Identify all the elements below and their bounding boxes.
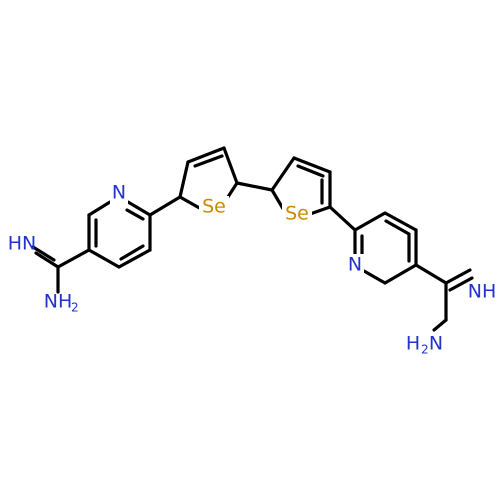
pyridine-nitrogen-label-left: N [112,182,126,204]
amine-label-left-subscript: 2 [71,301,79,315]
left-pyridine-ring [87,200,152,269]
right-selenophene-ring [270,156,332,216]
selenium-label-left: Se [202,196,226,218]
imine-label-right: NH [468,281,497,303]
center-link-bond [235,181,274,192]
left-amidine-group [31,245,91,294]
pyridine-nitrogen-label-right: N [348,254,362,276]
amine-label-left: NH [44,291,73,313]
left-ring-link-bond [148,195,182,217]
right-ring-link-bond [328,205,357,232]
right-amidine-group [414,263,474,332]
right-pyridine-ring [353,211,418,285]
amine-label-right-subscript: 2 [421,343,429,357]
imine-label-left: HN [8,233,37,255]
amine-label-right-n: N [429,333,443,355]
amine-label-right-h: H [406,333,420,355]
selenium-label-right: Se [285,203,309,225]
